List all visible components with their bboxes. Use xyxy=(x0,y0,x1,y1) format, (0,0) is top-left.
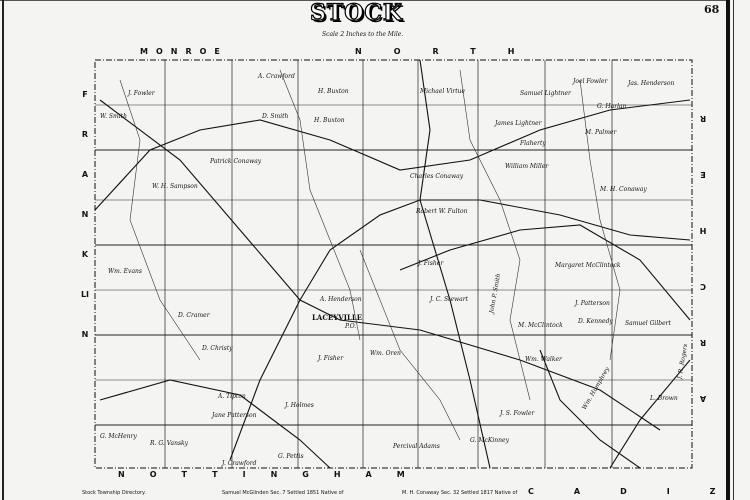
road xyxy=(609,359,691,469)
stream xyxy=(359,249,461,441)
border-label-north: NORTH xyxy=(355,47,547,56)
owner-label: A. Crawford xyxy=(258,73,295,80)
page-border-right xyxy=(726,0,730,500)
road xyxy=(539,349,641,469)
directory-heading: Stock Township Directory. xyxy=(82,490,146,496)
owner-label: D. Christy xyxy=(202,345,233,352)
stream xyxy=(279,69,361,341)
owner-label: A. Henderson xyxy=(320,296,362,303)
owner-label: R. G. Vansky xyxy=(150,440,189,447)
page-number: 68 xyxy=(704,3,720,16)
border-label-archer: ARCHER xyxy=(699,114,707,403)
owner-label: J. Holmes xyxy=(285,402,314,409)
owner-label: D. Cramer xyxy=(178,312,210,319)
owner-label: Joel Fowler xyxy=(573,78,608,85)
owner-label: Charles Conaway xyxy=(410,173,464,180)
owner-label: J. S. Fowler xyxy=(500,410,535,417)
owner-label: J. Patterson xyxy=(575,300,610,307)
page-border-left xyxy=(2,0,4,500)
map-scale: Scale 2 Inches to the Mile. xyxy=(322,31,404,38)
owner-label: J. C. Stewart xyxy=(430,296,469,303)
owner-label: A. Tipton xyxy=(218,393,246,400)
owner-label: J. Crawford xyxy=(222,460,257,467)
road xyxy=(99,379,331,469)
owner-label: J. Fowler xyxy=(128,90,155,97)
owner-label: James Lightner xyxy=(495,120,542,127)
owner-label: H. Buxton xyxy=(318,88,349,95)
owner-label: G. Harlan xyxy=(597,103,627,110)
owner-label: G. Pettis xyxy=(278,453,304,460)
township-boundary xyxy=(94,59,693,469)
road xyxy=(399,224,691,321)
border-label-monroe: MONROE xyxy=(140,47,228,56)
directory-entry: M. H. Conaway Sec. 32 Settled 1817 Nativ… xyxy=(402,490,518,496)
owner-label: Wm. Evans xyxy=(108,268,142,275)
border-label-cadiz: CADIZ xyxy=(528,487,750,496)
owner-label: Wm. Oren xyxy=(370,350,401,357)
owner-label: William Miller xyxy=(505,163,549,170)
road xyxy=(229,199,691,461)
owner-label: M. Palmer xyxy=(585,129,617,136)
road xyxy=(94,99,691,211)
road xyxy=(99,99,661,431)
owner-label: Patrick Conaway xyxy=(210,158,262,165)
owner-label: Michael Virtue xyxy=(420,88,466,95)
owner-label: Jane Patterson xyxy=(212,412,257,419)
border-label-nottingham: NOTTINGHAM xyxy=(118,470,430,479)
town-name: LACEYVILLE xyxy=(312,313,363,322)
map-title: STOCK xyxy=(309,0,404,27)
owner-label: Wm. Walker xyxy=(525,356,562,363)
owner-label: Margaret McClintock xyxy=(555,262,621,269)
owner-label: Samuel Lightner xyxy=(520,90,571,97)
owner-label: D. Smith xyxy=(262,113,289,120)
owner-label: J. Fisher xyxy=(318,355,344,362)
owner-label: W. H. Sampson xyxy=(152,183,198,190)
owner-label: Flaherty xyxy=(520,140,546,147)
owner-label: Robert W. Fulton xyxy=(416,208,468,215)
stream xyxy=(579,79,621,361)
directory-entry: Samuel McGlinden Sec. 7 Settled 1851 Nat… xyxy=(222,490,344,496)
owner-label: H. Buxton xyxy=(314,117,345,124)
owner-label: M. McClintock xyxy=(518,322,563,329)
owner-label: M. H. Conaway xyxy=(600,186,647,193)
owner-label: D. Kennedy xyxy=(578,318,613,325)
owner-label: G. McHenry xyxy=(100,433,137,440)
owner-label: L. Brown xyxy=(650,395,678,402)
stream xyxy=(119,79,201,361)
owner-label: G. McKinney xyxy=(470,437,509,444)
page-border-top xyxy=(0,0,730,1)
post-office-label: P.O. xyxy=(345,323,357,330)
road xyxy=(419,59,491,469)
owner-label: J. Fisher xyxy=(418,260,444,267)
stream xyxy=(459,69,531,401)
owner-label: Jas. Henderson xyxy=(628,80,675,87)
owner-label: W. Smith xyxy=(100,113,127,120)
border-label-franklin: FRANKLIN xyxy=(80,90,90,339)
owner-label: Samuel Gilbert xyxy=(625,320,671,327)
page-border-right-inner xyxy=(733,0,734,500)
owner-label: Percival Adams xyxy=(393,443,440,450)
